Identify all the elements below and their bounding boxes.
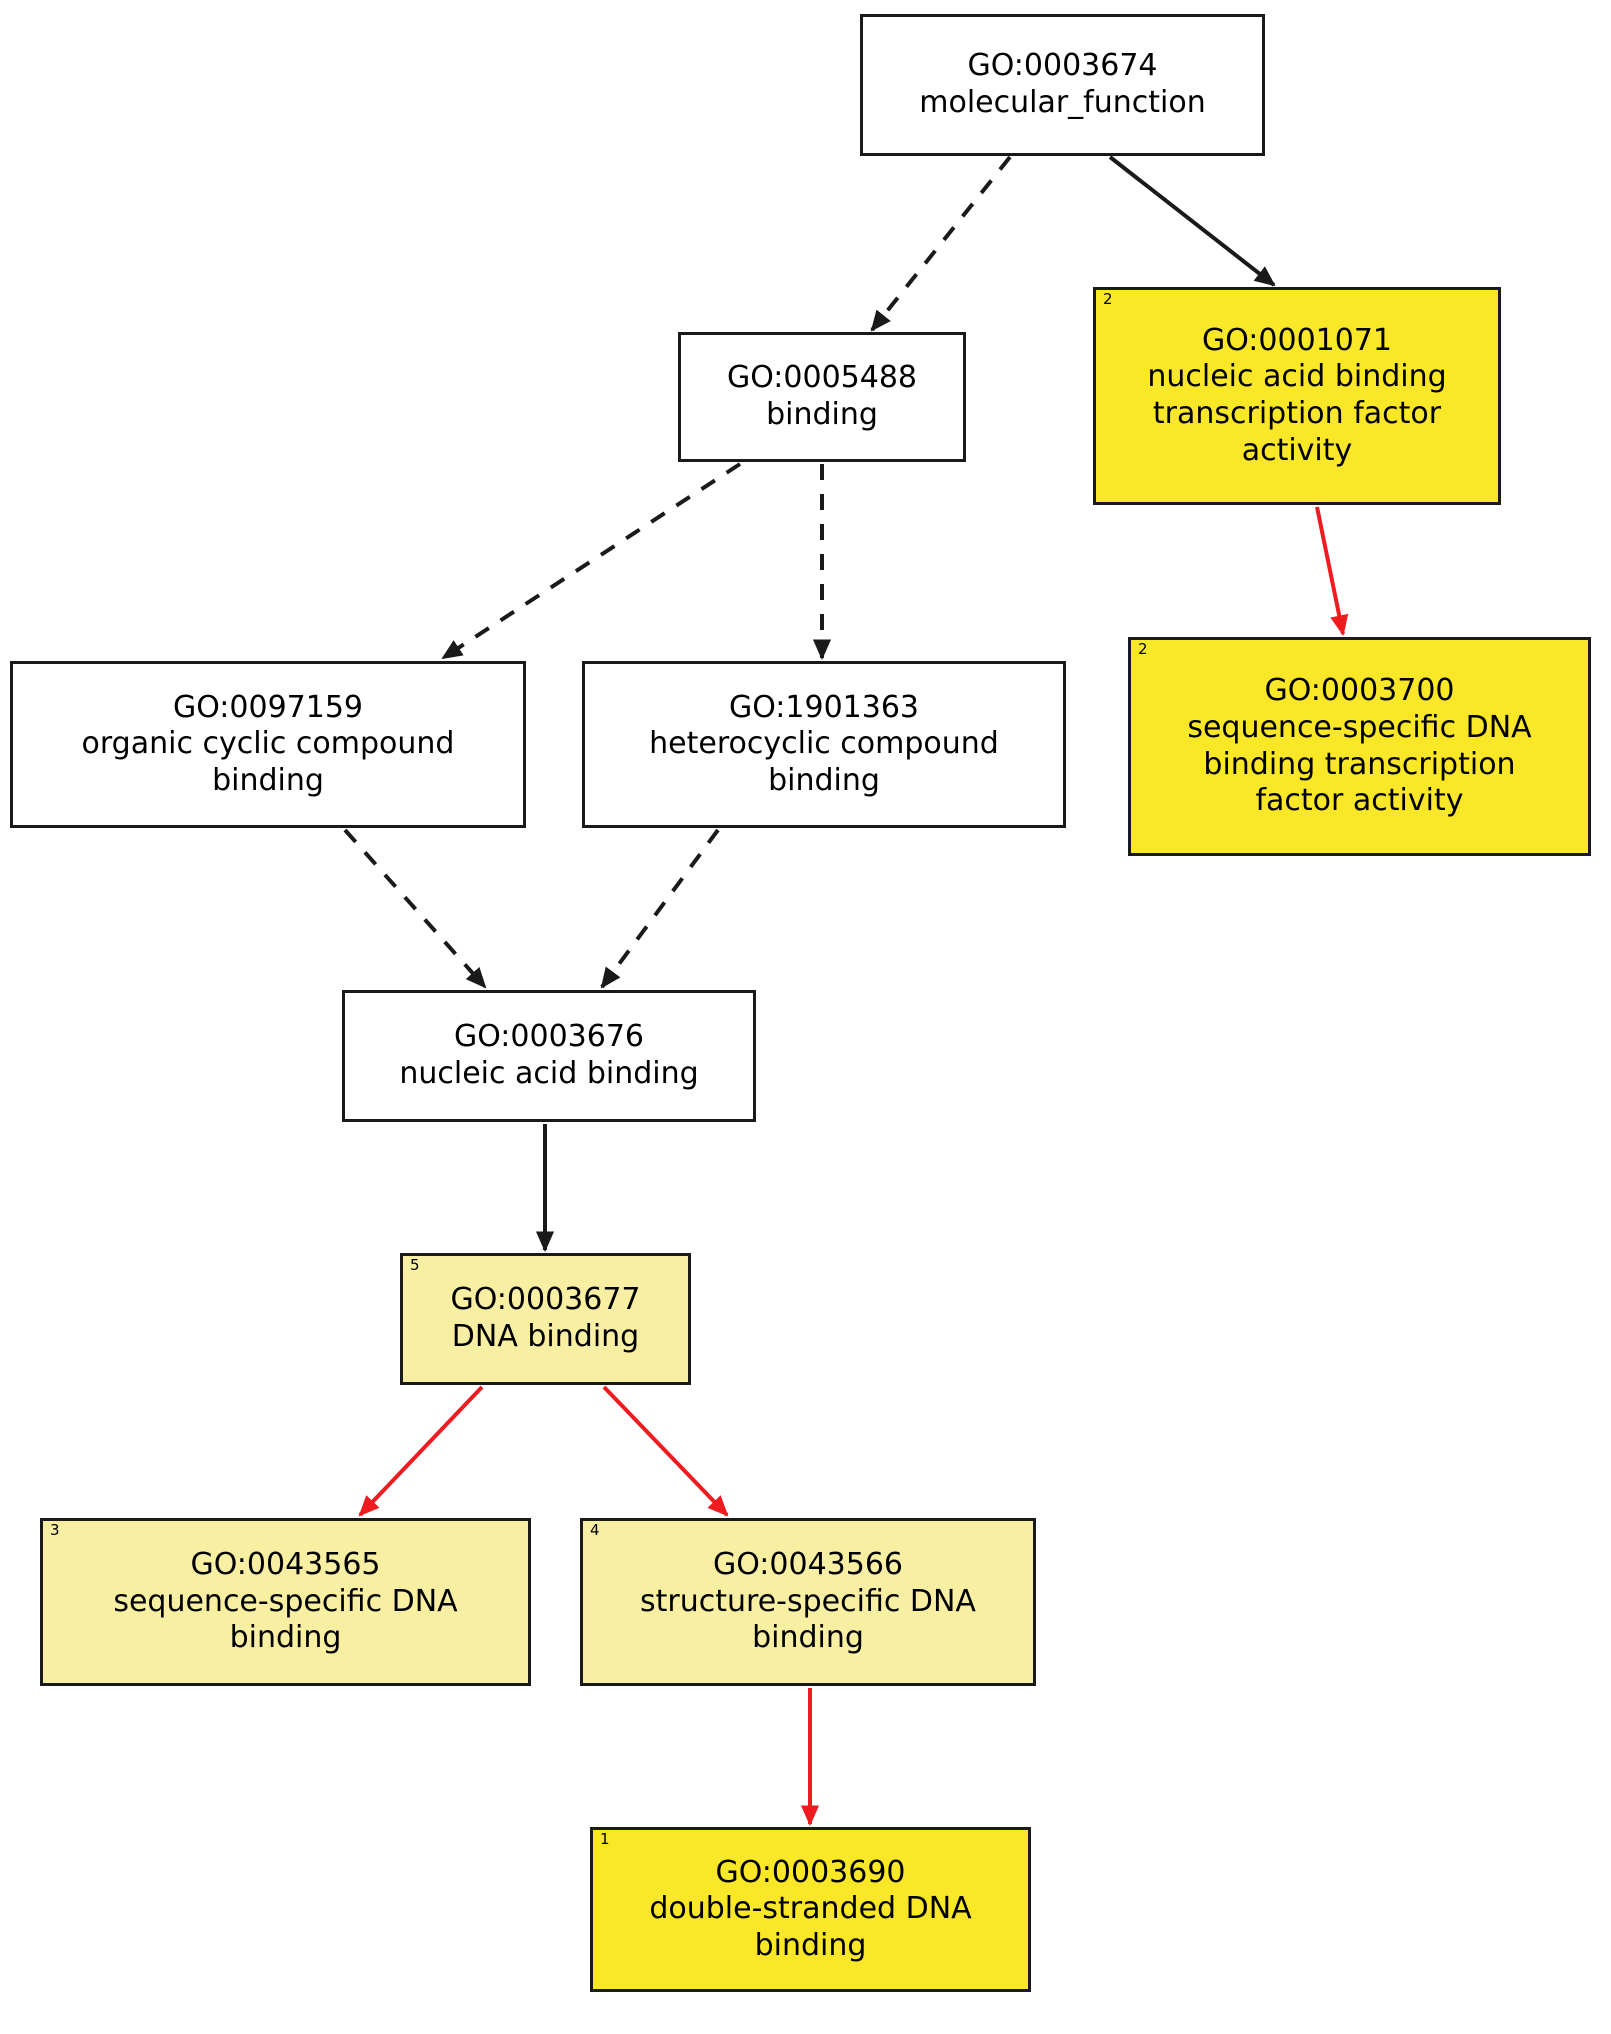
go-node-label-line: binding — [754, 1927, 867, 1963]
go-node-label-line: binding transcription — [1203, 746, 1516, 782]
edge-e-0003674-0001071 — [1108, 155, 1276, 287]
go-node-id: GO:0097159 — [172, 689, 364, 725]
go-node-id: GO:0005488 — [726, 360, 918, 396]
go-node-label-line: binding — [229, 1620, 342, 1656]
go-node-label-line: organic cyclic compound — [81, 726, 455, 762]
edge-e-0005488-0097159 — [441, 462, 742, 660]
edge-e-0003677-0043565 — [358, 1385, 484, 1517]
go-node-label-line: binding — [768, 762, 880, 798]
edge-e-0003674-0005488 — [870, 155, 1012, 332]
go-node-label-line: heterocyclic compound — [649, 726, 999, 762]
go-node-id: GO:0043566 — [712, 1547, 904, 1583]
go-node-label-line: transcription factor — [1152, 396, 1442, 431]
go-node-label-line: factor activity — [1255, 783, 1464, 819]
go-node-superscript: 4 — [590, 1521, 600, 1539]
go-node-id: GO:1901363 — [728, 689, 920, 725]
go-node-label-line: activity — [1241, 432, 1353, 468]
go-node-label-line: molecular_function — [919, 85, 1206, 120]
go-node-superscript: 2 — [1103, 290, 1113, 308]
edge-e-1901363-0003676 — [600, 828, 720, 989]
go-node-label-line: binding — [766, 397, 878, 432]
go-node-label-line: structure-specific DNA — [640, 1583, 976, 1619]
go-node-id: GO:0003674 — [967, 48, 1158, 84]
go-node-id: GO:0043565 — [190, 1547, 381, 1583]
go-node-superscript: 5 — [410, 1256, 420, 1274]
go-node-label-line: nucleic acid binding — [399, 1056, 699, 1091]
go-node-label-line: binding — [752, 1620, 864, 1656]
edge-e-0003677-0043566 — [602, 1385, 729, 1517]
go-node-label-line: binding — [212, 762, 324, 798]
go-node-id: GO:0003676 — [453, 1019, 645, 1055]
edge-e-0001071-0003700 — [1315, 506, 1349, 637]
go-node-superscript: 3 — [50, 1521, 60, 1539]
go-node-superscript: 2 — [1138, 640, 1148, 658]
edge-e-0097159-0003676 — [343, 828, 487, 989]
go-node-label-line: sequence-specific DNA — [1187, 709, 1532, 745]
go-node-label-line: nucleic acid binding — [1147, 359, 1447, 395]
go-node-superscript: 1 — [600, 1830, 610, 1848]
go-node-id: GO:0003700 — [1264, 673, 1455, 709]
go-node-id: GO:0001071 — [1201, 322, 1393, 358]
go-node-id: GO:0003690 — [715, 1854, 906, 1890]
go-node-label-line: double-stranded DNA — [649, 1891, 972, 1927]
go-node-label-line: sequence-specific DNA — [113, 1583, 458, 1619]
go-node-id: GO:0003677 — [450, 1282, 641, 1318]
go-node-label-line: DNA binding — [451, 1319, 640, 1354]
